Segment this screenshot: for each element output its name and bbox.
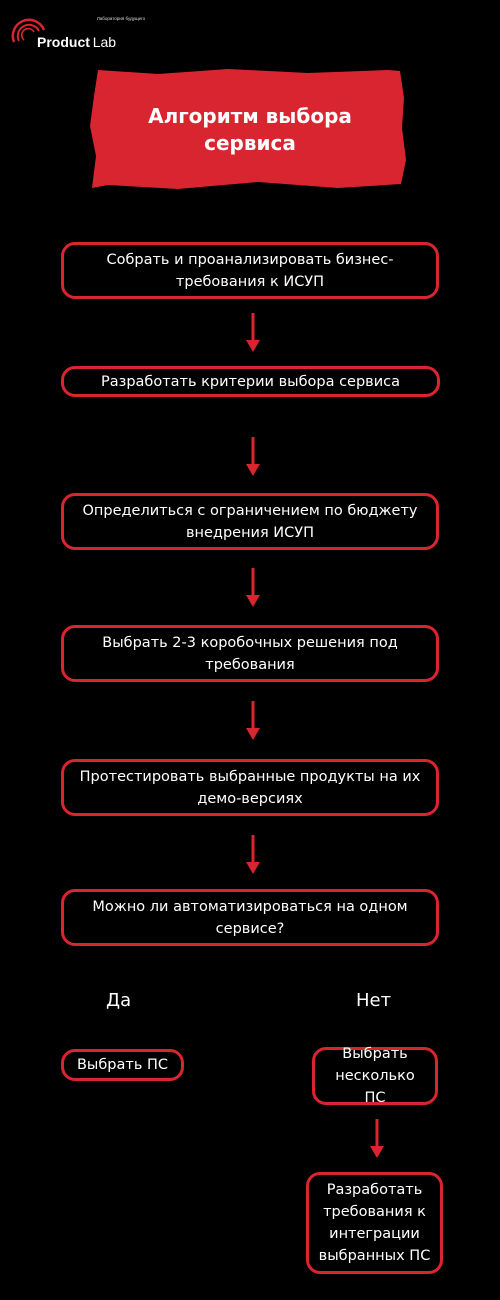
arrow-down-icon bbox=[370, 1119, 384, 1158]
logo-tagline: Лаборатория будущего bbox=[96, 16, 146, 21]
arrow-down-icon bbox=[246, 835, 260, 874]
arrow-down-icon bbox=[246, 701, 260, 740]
step-box: Собрать и проанализировать бизнес-требов… bbox=[61, 242, 439, 299]
step-box: Выбрать 2-3 коробочных решения под требо… bbox=[61, 625, 439, 682]
step-box: Протестировать выбранные продукты на их … bbox=[61, 759, 439, 816]
branch-label-yes: Да bbox=[106, 990, 132, 1011]
banner-shape bbox=[90, 69, 406, 189]
product-lab-logo: Лаборатория будущего Product Lab bbox=[10, 10, 145, 52]
arrow-down-icon bbox=[246, 313, 260, 352]
step-box: Определиться с ограничением по бюджету в… bbox=[61, 493, 439, 550]
logo-arc-icon bbox=[11, 18, 46, 43]
result-box-yes: Выбрать ПС bbox=[61, 1049, 184, 1081]
branch-label-no: Нет bbox=[356, 990, 392, 1011]
integration-box: Разработать требования к интеграции выбр… bbox=[306, 1172, 443, 1274]
logo-brand-bold: Product bbox=[37, 34, 90, 50]
logo-brand-light: Lab bbox=[92, 34, 117, 50]
step-box: Разработать критерии выбора сервиса bbox=[61, 366, 440, 397]
title-banner: Алгоритм выбора сервиса bbox=[88, 68, 412, 192]
arrow-down-icon bbox=[246, 437, 260, 476]
result-box-no: Выбрать несколько ПС bbox=[312, 1046, 438, 1106]
page-title: Алгоритм выбора сервиса bbox=[148, 104, 352, 155]
arrow-down-icon bbox=[246, 568, 260, 607]
logo-brand: Product Lab bbox=[37, 34, 116, 50]
decision-box: Можно ли автоматизироваться на одном сер… bbox=[61, 889, 439, 946]
